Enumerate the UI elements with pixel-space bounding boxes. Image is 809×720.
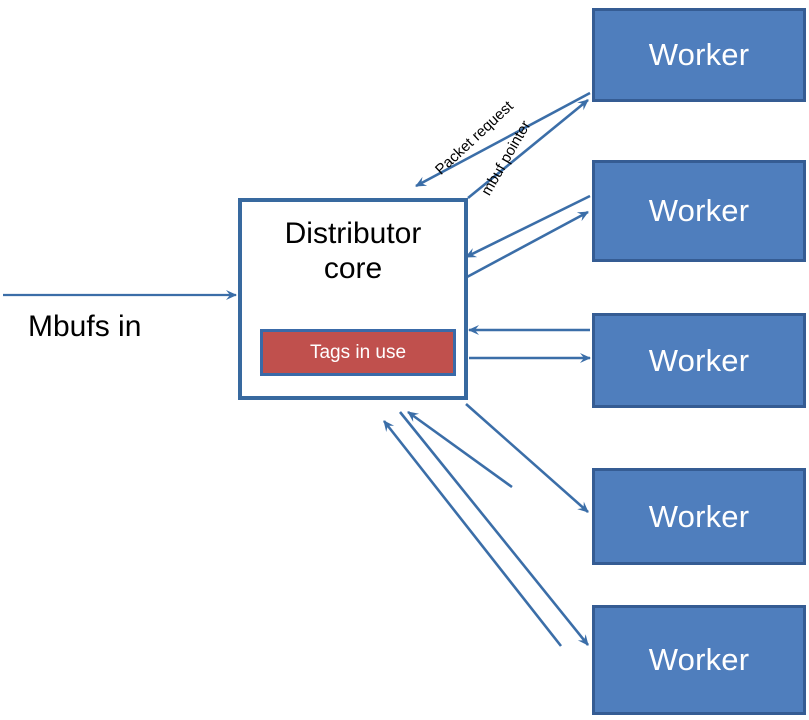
arrow-worker5-mbuf-pointer	[398, 411, 590, 646]
arrow-worker4-packet-request	[407, 410, 513, 489]
worker-box-3[interactable]: Worker	[592, 313, 806, 408]
arrow-worker2-mbuf-pointer	[466, 210, 589, 279]
arrow-worker1-mbuf-pointer	[467, 98, 589, 200]
worker-box-5[interactable]: Worker	[592, 605, 806, 715]
worker-box-4[interactable]: Worker	[592, 468, 806, 565]
tags-in-use-box[interactable]: Tags in use	[260, 329, 456, 376]
connection-edges	[382, 91, 591, 647]
arrow-worker5-packet-request	[382, 420, 563, 647]
worker-label: Worker	[648, 37, 750, 72]
distributor-core-title: Distributor core	[284, 217, 422, 286]
worker-label: Worker	[648, 342, 750, 378]
worker-box-2[interactable]: Worker	[592, 160, 806, 262]
arrow-worker1-packet-request	[415, 91, 591, 188]
worker-label: Worker	[648, 193, 750, 228]
worker-box-1[interactable]: Worker	[592, 8, 806, 102]
tags-in-use-label: Tags in use	[309, 341, 407, 363]
worker-label: Worker	[648, 642, 750, 677]
arrow-worker4-mbuf-pointer	[465, 403, 589, 513]
worker-label: Worker	[648, 498, 750, 534]
arrow-worker2-packet-request	[465, 194, 591, 259]
mbufs-in-label: Mbufs in	[28, 310, 142, 343]
